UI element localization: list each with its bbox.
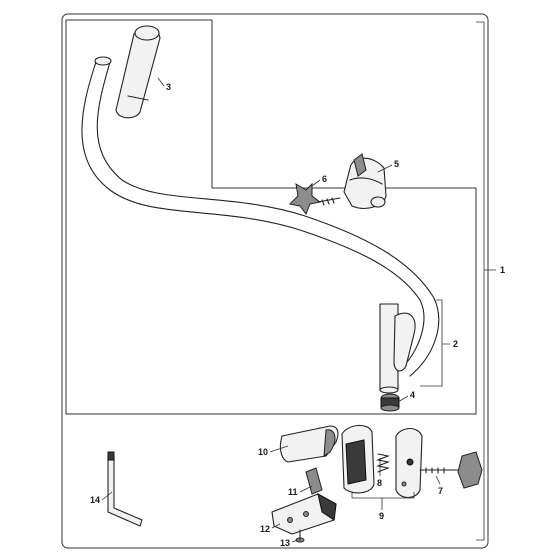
callout-8: 8 bbox=[377, 478, 382, 488]
callout-13: 13 bbox=[280, 538, 290, 548]
leader-lines bbox=[101, 77, 441, 543]
callout-14: 14 bbox=[90, 495, 100, 505]
cover-part-10 bbox=[279, 425, 339, 463]
loop-handle bbox=[81, 56, 440, 394]
grommet-part-4 bbox=[380, 393, 400, 412]
bracket-9 bbox=[351, 492, 415, 510]
callout-12: 12 bbox=[260, 524, 270, 534]
callout-2: 2 bbox=[453, 339, 458, 349]
callout-7: 7 bbox=[438, 486, 443, 496]
clamp-housing bbox=[341, 424, 375, 494]
grip-part-3 bbox=[115, 25, 161, 119]
callout-5: 5 bbox=[394, 159, 399, 169]
callout-11: 11 bbox=[288, 487, 298, 497]
spring-part-8 bbox=[376, 453, 390, 473]
bracket-2 bbox=[420, 299, 450, 387]
bracket-part-12 bbox=[271, 493, 337, 535]
callout-6: 6 bbox=[322, 174, 327, 184]
callout-10: 10 bbox=[258, 447, 268, 457]
clamp-half-part-9 bbox=[395, 427, 423, 499]
outer-frame bbox=[61, 13, 489, 549]
callout-1: 1 bbox=[500, 265, 505, 275]
t-knob-part-7 bbox=[419, 451, 483, 489]
screw-part-13 bbox=[295, 529, 305, 543]
bracket-1 bbox=[476, 21, 496, 541]
star-knob-part-6 bbox=[288, 182, 341, 216]
callout-3: 3 bbox=[166, 82, 171, 92]
clamp-part-5 bbox=[343, 153, 387, 209]
callout-4: 4 bbox=[410, 390, 415, 400]
inner-frame bbox=[65, 19, 477, 415]
insert-part-11 bbox=[305, 467, 323, 495]
hex-key-part-14 bbox=[107, 451, 143, 527]
callout-9: 9 bbox=[379, 511, 384, 521]
